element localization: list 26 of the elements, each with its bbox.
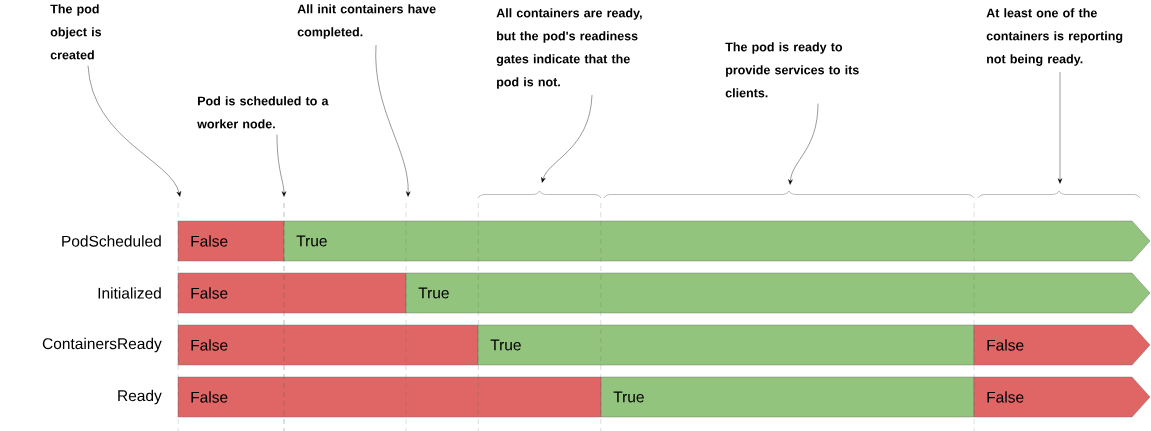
state-segment: True (405, 272, 1151, 314)
callout-text: All init containers have completed. (297, 4, 436, 39)
row-label: PodScheduled (62, 235, 161, 247)
leader-arrow (541, 94, 593, 183)
callout-text: At least one of the containers is reporting not being ready. (986, 8, 1123, 66)
leader-arrow (788, 103, 819, 185)
state-segment: False (177, 220, 285, 262)
state-segment: True (600, 376, 975, 418)
state-segment: False (177, 324, 479, 366)
state-segment: False (177, 376, 602, 418)
callout-text: All containers are ready, but the pod's readiness gates indicate that the pod is not. (496, 8, 642, 89)
state-segment: False (973, 324, 1151, 366)
leader-arrow (87, 65, 182, 197)
state-segment: False (973, 376, 1151, 418)
state-segment: False (177, 272, 407, 314)
leader-arrow (1057, 71, 1063, 184)
leader-arrow (276, 134, 287, 197)
state-segment: True (477, 324, 975, 366)
state-segment: True (283, 220, 1151, 262)
row-label: Initialized (98, 287, 161, 299)
callout-text: Pod is scheduled to a worker node. (197, 96, 329, 129)
callout-text: The pod object is created (50, 4, 102, 60)
leader-arrow (375, 44, 411, 197)
row-label: Ready (118, 389, 162, 405)
callout-text: The pod is ready to provide services to its clients. (725, 42, 859, 98)
row-label: ContainersReady (42, 337, 162, 353)
